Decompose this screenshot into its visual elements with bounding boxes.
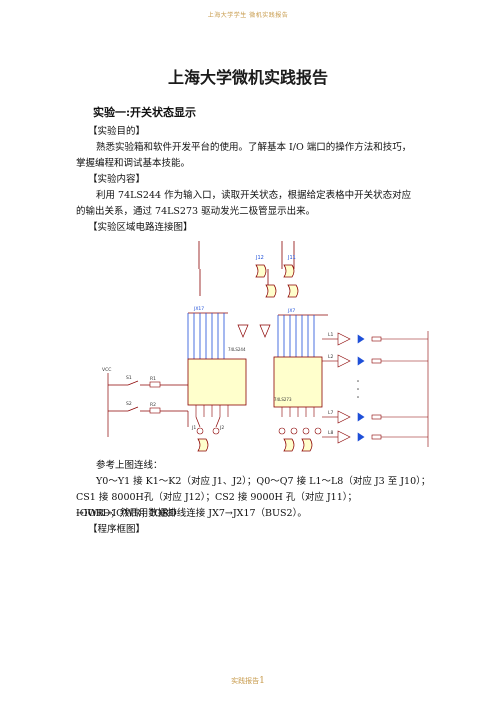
led-l7: L7 — [328, 410, 334, 416]
led-l1: L1 — [328, 332, 334, 338]
page-title: 上海大学微机实践报告 — [167, 68, 328, 87]
content-line-2: 的输出关系，通过 74LS273 驱动发光二极管显示出来。 — [76, 206, 316, 217]
connection-line-2: CS1 接 8000H孔（对应 J12）；CS2 接 9000H 孔（对应 J1… — [76, 492, 357, 519]
footer-label: 实践报告 — [231, 677, 260, 685]
section-heading-diagram: 【实验区域电路连接图】 — [88, 222, 193, 233]
purpose-line-2: 掌握编程和调试基本技能。 — [76, 158, 191, 169]
label-s2: S2 — [126, 401, 132, 407]
content-line-1: 利用 74LS244 作为输入口，读取开关状态，根据给定表格中开关状态对应 — [96, 190, 412, 201]
chip-74ls273 — [273, 356, 323, 408]
reference-intro: 参考上图连线： — [96, 460, 163, 471]
experiment-title: 实验一:开关状态显示 — [93, 106, 197, 119]
label-bus-left: JX17 — [193, 306, 204, 312]
chip-74ls273-label: 74LS273 — [274, 397, 292, 402]
label-j11: J11 — [287, 255, 296, 261]
circuit-diagram: J12 J11 JX17 JX7 74LS244 74LS273 — [102, 241, 429, 452]
label-vcc: VCC — [102, 367, 111, 373]
section-heading-flowchart: 【程序框图】 — [88, 524, 146, 535]
label-s1: S1 — [126, 375, 132, 381]
footer-note: 实践报告1 — [0, 676, 496, 686]
label-r1: R1 — [150, 376, 156, 382]
chip-74ls244 — [187, 358, 247, 406]
label-r2: R2 — [150, 402, 156, 408]
header-note: 上海大学学生 微机实践报告 — [207, 12, 289, 19]
section-heading-purpose: 【实验目的】 — [88, 126, 146, 137]
section-heading-content: 【实验内容】 — [88, 174, 146, 185]
chip-74ls244-label: 74LS244 — [228, 347, 246, 352]
connection-line-1: Y0～Y1 接 K1～K2（对应 J1、J2）；Q0～Q7 接 L1～L8（对应… — [96, 476, 431, 487]
led-l2: L2 — [328, 354, 334, 360]
led-l8: L8 — [328, 430, 334, 436]
label-bus-right: JX7 — [287, 308, 295, 314]
label-j12: J12 — [255, 255, 264, 261]
connection-line-3: →IORD；然后用数据排线连接 JX7→JX17（BUS2）。 — [76, 508, 307, 519]
label-j2: J2 — [219, 425, 224, 431]
label-j1: J1 — [191, 425, 196, 431]
purpose-line-1: 熟悉实验箱和软件开发平台的使用。了解基本 I/O 端口的操作方法和技巧， — [96, 142, 412, 153]
page-number: 1 — [259, 676, 265, 686]
